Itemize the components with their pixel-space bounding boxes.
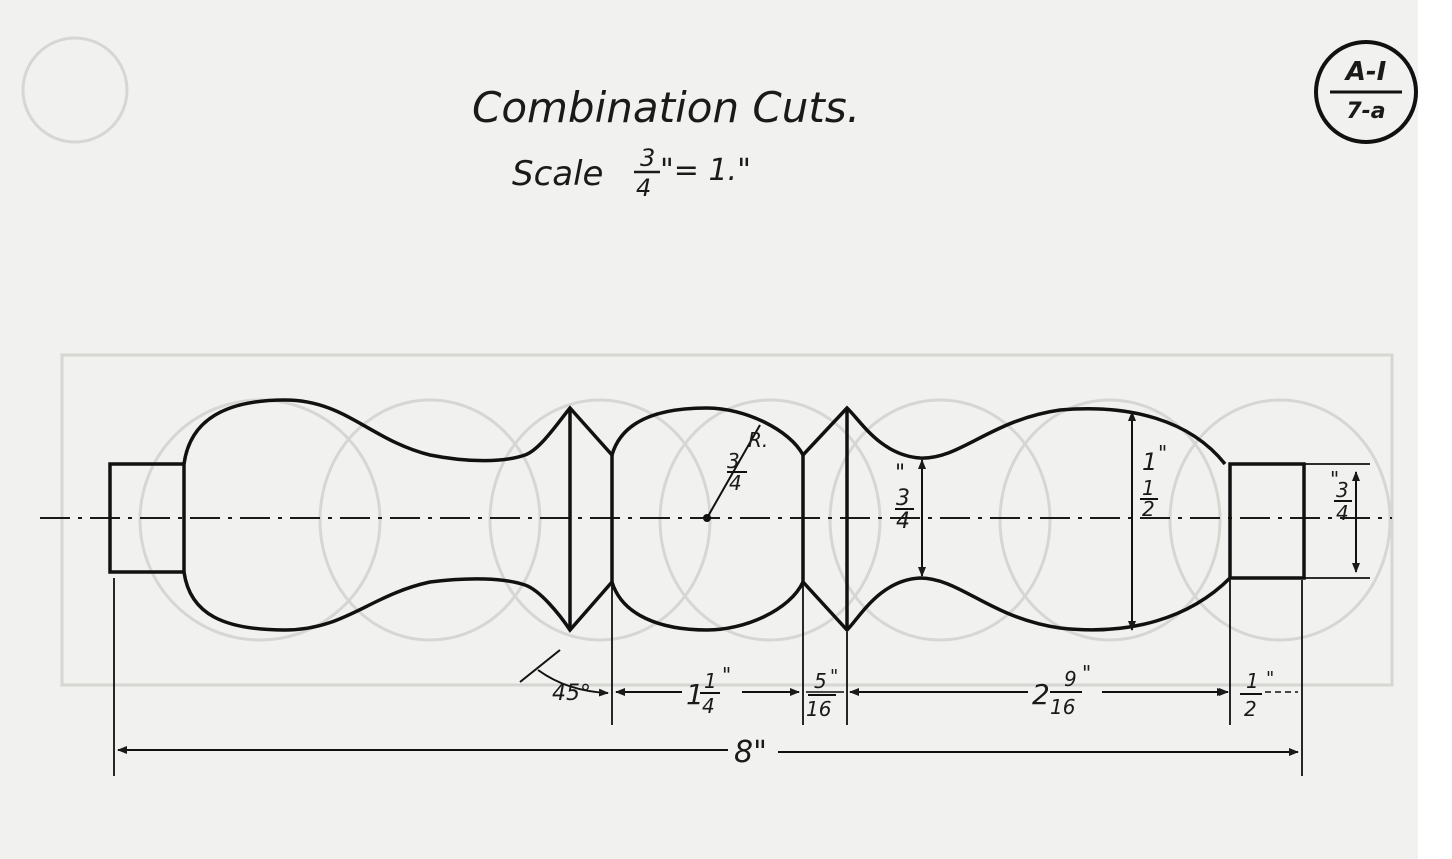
badge-top: A-I	[1344, 57, 1387, 87]
scale-denominator: 4	[636, 174, 651, 202]
seg2-numerator: 5	[814, 669, 827, 693]
seg1-denominator: 4	[702, 694, 715, 718]
sheet-number-badge: A-I 7-a	[1314, 40, 1418, 144]
badge-bottom: 7-a	[1346, 99, 1385, 124]
seg1-inch-mark: "	[722, 663, 731, 687]
paper-edge	[1418, 0, 1452, 859]
seg3-whole: 2	[1032, 678, 1050, 711]
overall-length-label: 8"	[734, 735, 767, 770]
neck-diameter-dimension: " 3 4	[895, 459, 926, 577]
seg1-whole: 1	[686, 678, 704, 711]
seg4-inch-mark: "	[1266, 668, 1274, 689]
end-numerator: 3	[1336, 478, 1349, 502]
bulb-inch-mark: "	[1158, 441, 1167, 465]
neck-inch-mark: "	[895, 461, 905, 486]
spindle-profile	[108, 398, 1306, 633]
seg4-numerator: 1	[1246, 669, 1259, 693]
end-diameter-dimension: " 3 4	[1304, 463, 1370, 579]
bulb-whole: 1	[1142, 448, 1157, 476]
bulb-numerator: 1	[1142, 476, 1155, 500]
scale-note: Scale 3 4 "= 1."	[512, 144, 751, 202]
extension-lines	[113, 578, 1303, 776]
scale-prefix: Scale	[512, 154, 603, 194]
angle-label: 45°	[552, 681, 591, 706]
scale-numerator: 3	[640, 144, 655, 172]
scale-suffix: "= 1."	[660, 153, 751, 188]
end-inch-mark: "	[1330, 467, 1339, 491]
drawing-title: Combination Cuts.	[472, 83, 860, 132]
radius-denominator: 4	[729, 471, 742, 495]
bulb-diameter-dimension: 1 " 1 2	[1128, 411, 1167, 631]
overall-length-dimension: 8"	[117, 735, 1299, 770]
seg2-denominator: 16	[806, 697, 831, 721]
ghost-show-through	[21, 36, 1394, 687]
segment-dimensions: 45° 1 1 4 " 5 " 16 2 9 16 "	[519, 649, 1298, 721]
seg3-numerator: 9	[1064, 667, 1077, 691]
seg3-inch-mark: "	[1082, 661, 1091, 685]
seg3-denominator: 16	[1050, 695, 1075, 719]
radius-suffix: R.	[748, 428, 768, 452]
end-denominator: 4	[1336, 501, 1349, 525]
radius-callout: 3 4 R.	[703, 424, 768, 522]
seg1-numerator: 1	[704, 669, 717, 693]
bulb-denominator: 2	[1142, 497, 1155, 521]
neck-denominator: 4	[896, 509, 910, 534]
neck-numerator: 3	[896, 486, 910, 511]
seg4-denominator: 2	[1244, 697, 1257, 721]
radius-numerator: 3	[727, 449, 740, 473]
left-tenon	[108, 462, 186, 574]
right-tenon	[1228, 462, 1306, 580]
seg2-inch-mark: "	[830, 666, 838, 687]
